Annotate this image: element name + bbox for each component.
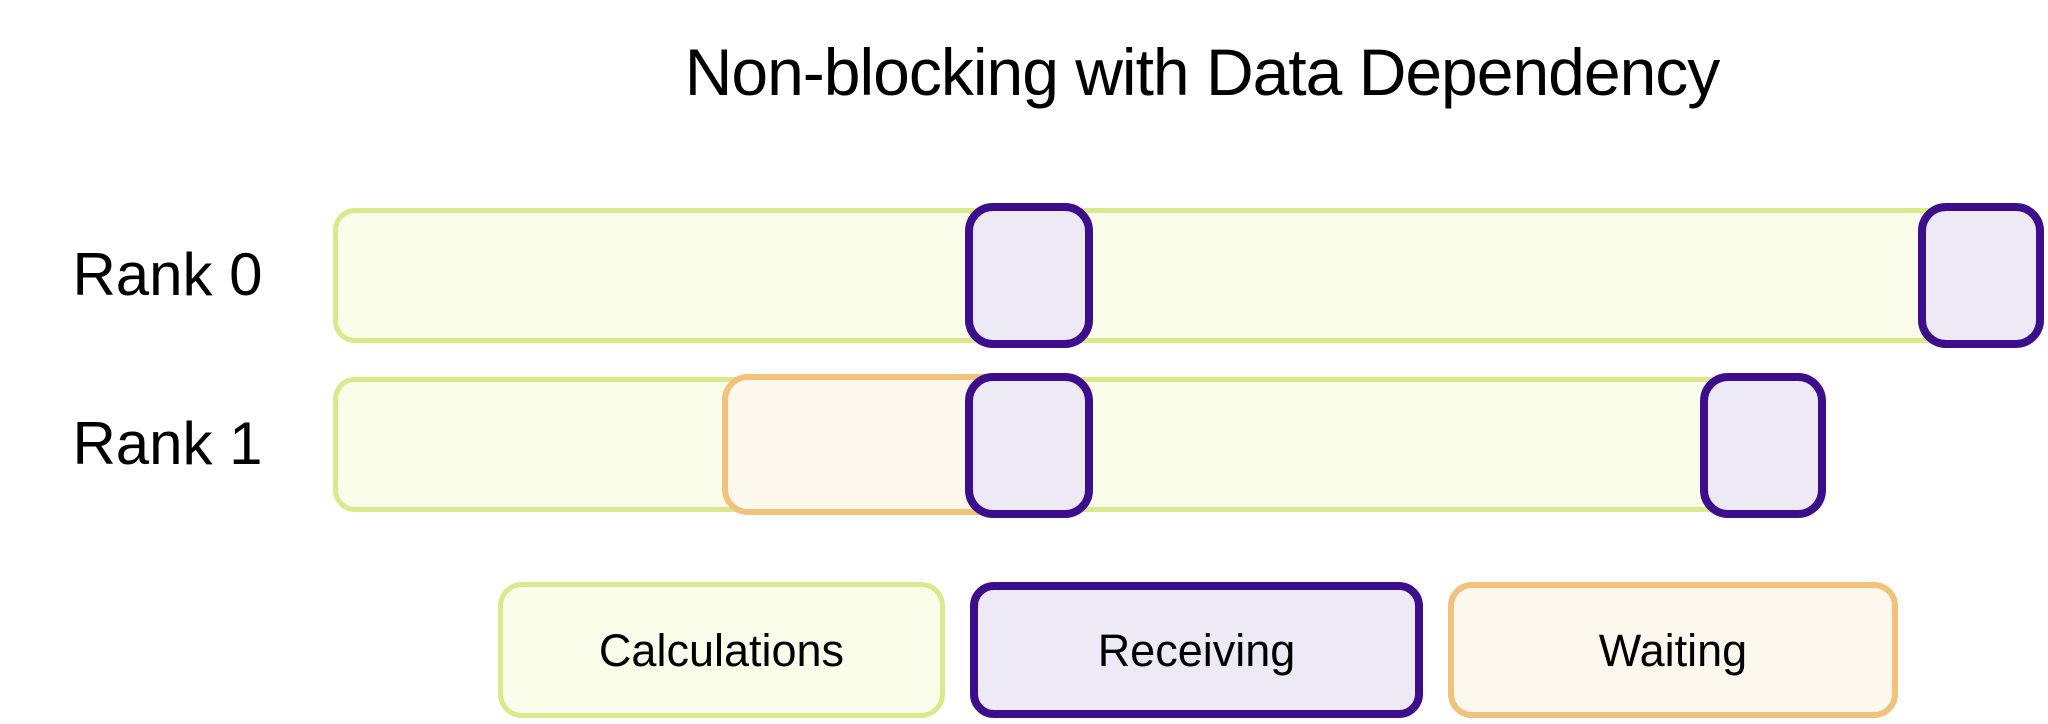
diagram-title: Non-blocking with Data Dependency xyxy=(684,35,1721,109)
legend-receiving-label: Receiving xyxy=(1097,624,1296,676)
rank0-receiving-block-2 xyxy=(1918,203,2044,348)
rank1-receiving-block-2 xyxy=(1700,373,1826,518)
rank-1-label: Rank 1 xyxy=(72,410,263,477)
rank1-receiving-block-1 xyxy=(965,373,1093,518)
rank-0-label: Rank 0 xyxy=(72,241,263,308)
legend-calculations: Calculations xyxy=(498,582,945,718)
legend-receiving: Receiving xyxy=(970,582,1423,718)
legend-waiting: Waiting xyxy=(1448,582,1898,718)
rank0-calculations-bar xyxy=(333,208,2040,343)
legend-waiting-label: Waiting xyxy=(1598,624,1748,676)
rank0-receiving-block-1 xyxy=(965,203,1093,348)
legend-calculations-label: Calculations xyxy=(598,624,845,676)
